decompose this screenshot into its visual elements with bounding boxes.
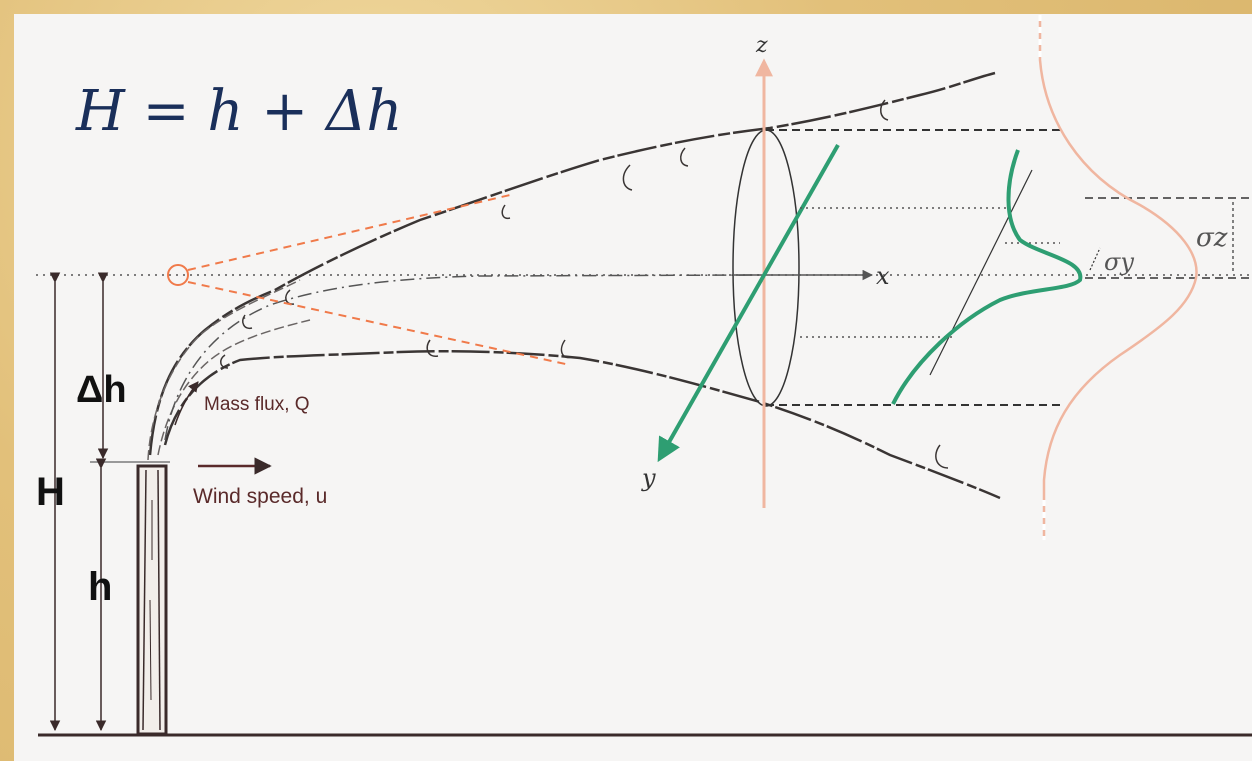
z-gaussian-curve xyxy=(1038,15,1198,540)
plume-upper-edge xyxy=(148,71,996,456)
label-sigma-y: σy xyxy=(1104,248,1134,276)
y-axis xyxy=(657,144,840,463)
label-wind-speed: Wind speed, u xyxy=(193,485,327,508)
y-gaussian-curve xyxy=(891,149,1083,405)
plume-inner-lower xyxy=(157,319,311,456)
label-sigma-z: σz xyxy=(1196,223,1228,253)
virtual-cone-lower xyxy=(187,281,571,366)
label-delta-h: Δh xyxy=(76,369,127,411)
virtual-cone-upper xyxy=(187,194,511,271)
label-axis-y: y xyxy=(641,464,656,492)
label-H: H xyxy=(36,470,65,514)
label-axis-z: z xyxy=(755,33,768,58)
y-profile-reference-line xyxy=(929,169,1033,376)
plume-inner-upper xyxy=(147,279,301,461)
formula-text: H = h + Δh xyxy=(75,79,402,144)
diagram-panel xyxy=(14,14,1252,761)
label-h: h xyxy=(88,565,112,609)
sigma-y-marker xyxy=(1089,247,1101,271)
smoke-stack xyxy=(136,464,168,736)
mass-flux-arrow xyxy=(174,381,199,426)
label-mass-flux: Mass flux, Q xyxy=(204,394,310,415)
label-axis-x: x xyxy=(876,262,890,290)
virtual-source-circle xyxy=(167,264,189,286)
plume-lower-edge xyxy=(163,350,1001,500)
plume-centerline xyxy=(164,274,761,441)
plume-eddies xyxy=(220,99,949,469)
